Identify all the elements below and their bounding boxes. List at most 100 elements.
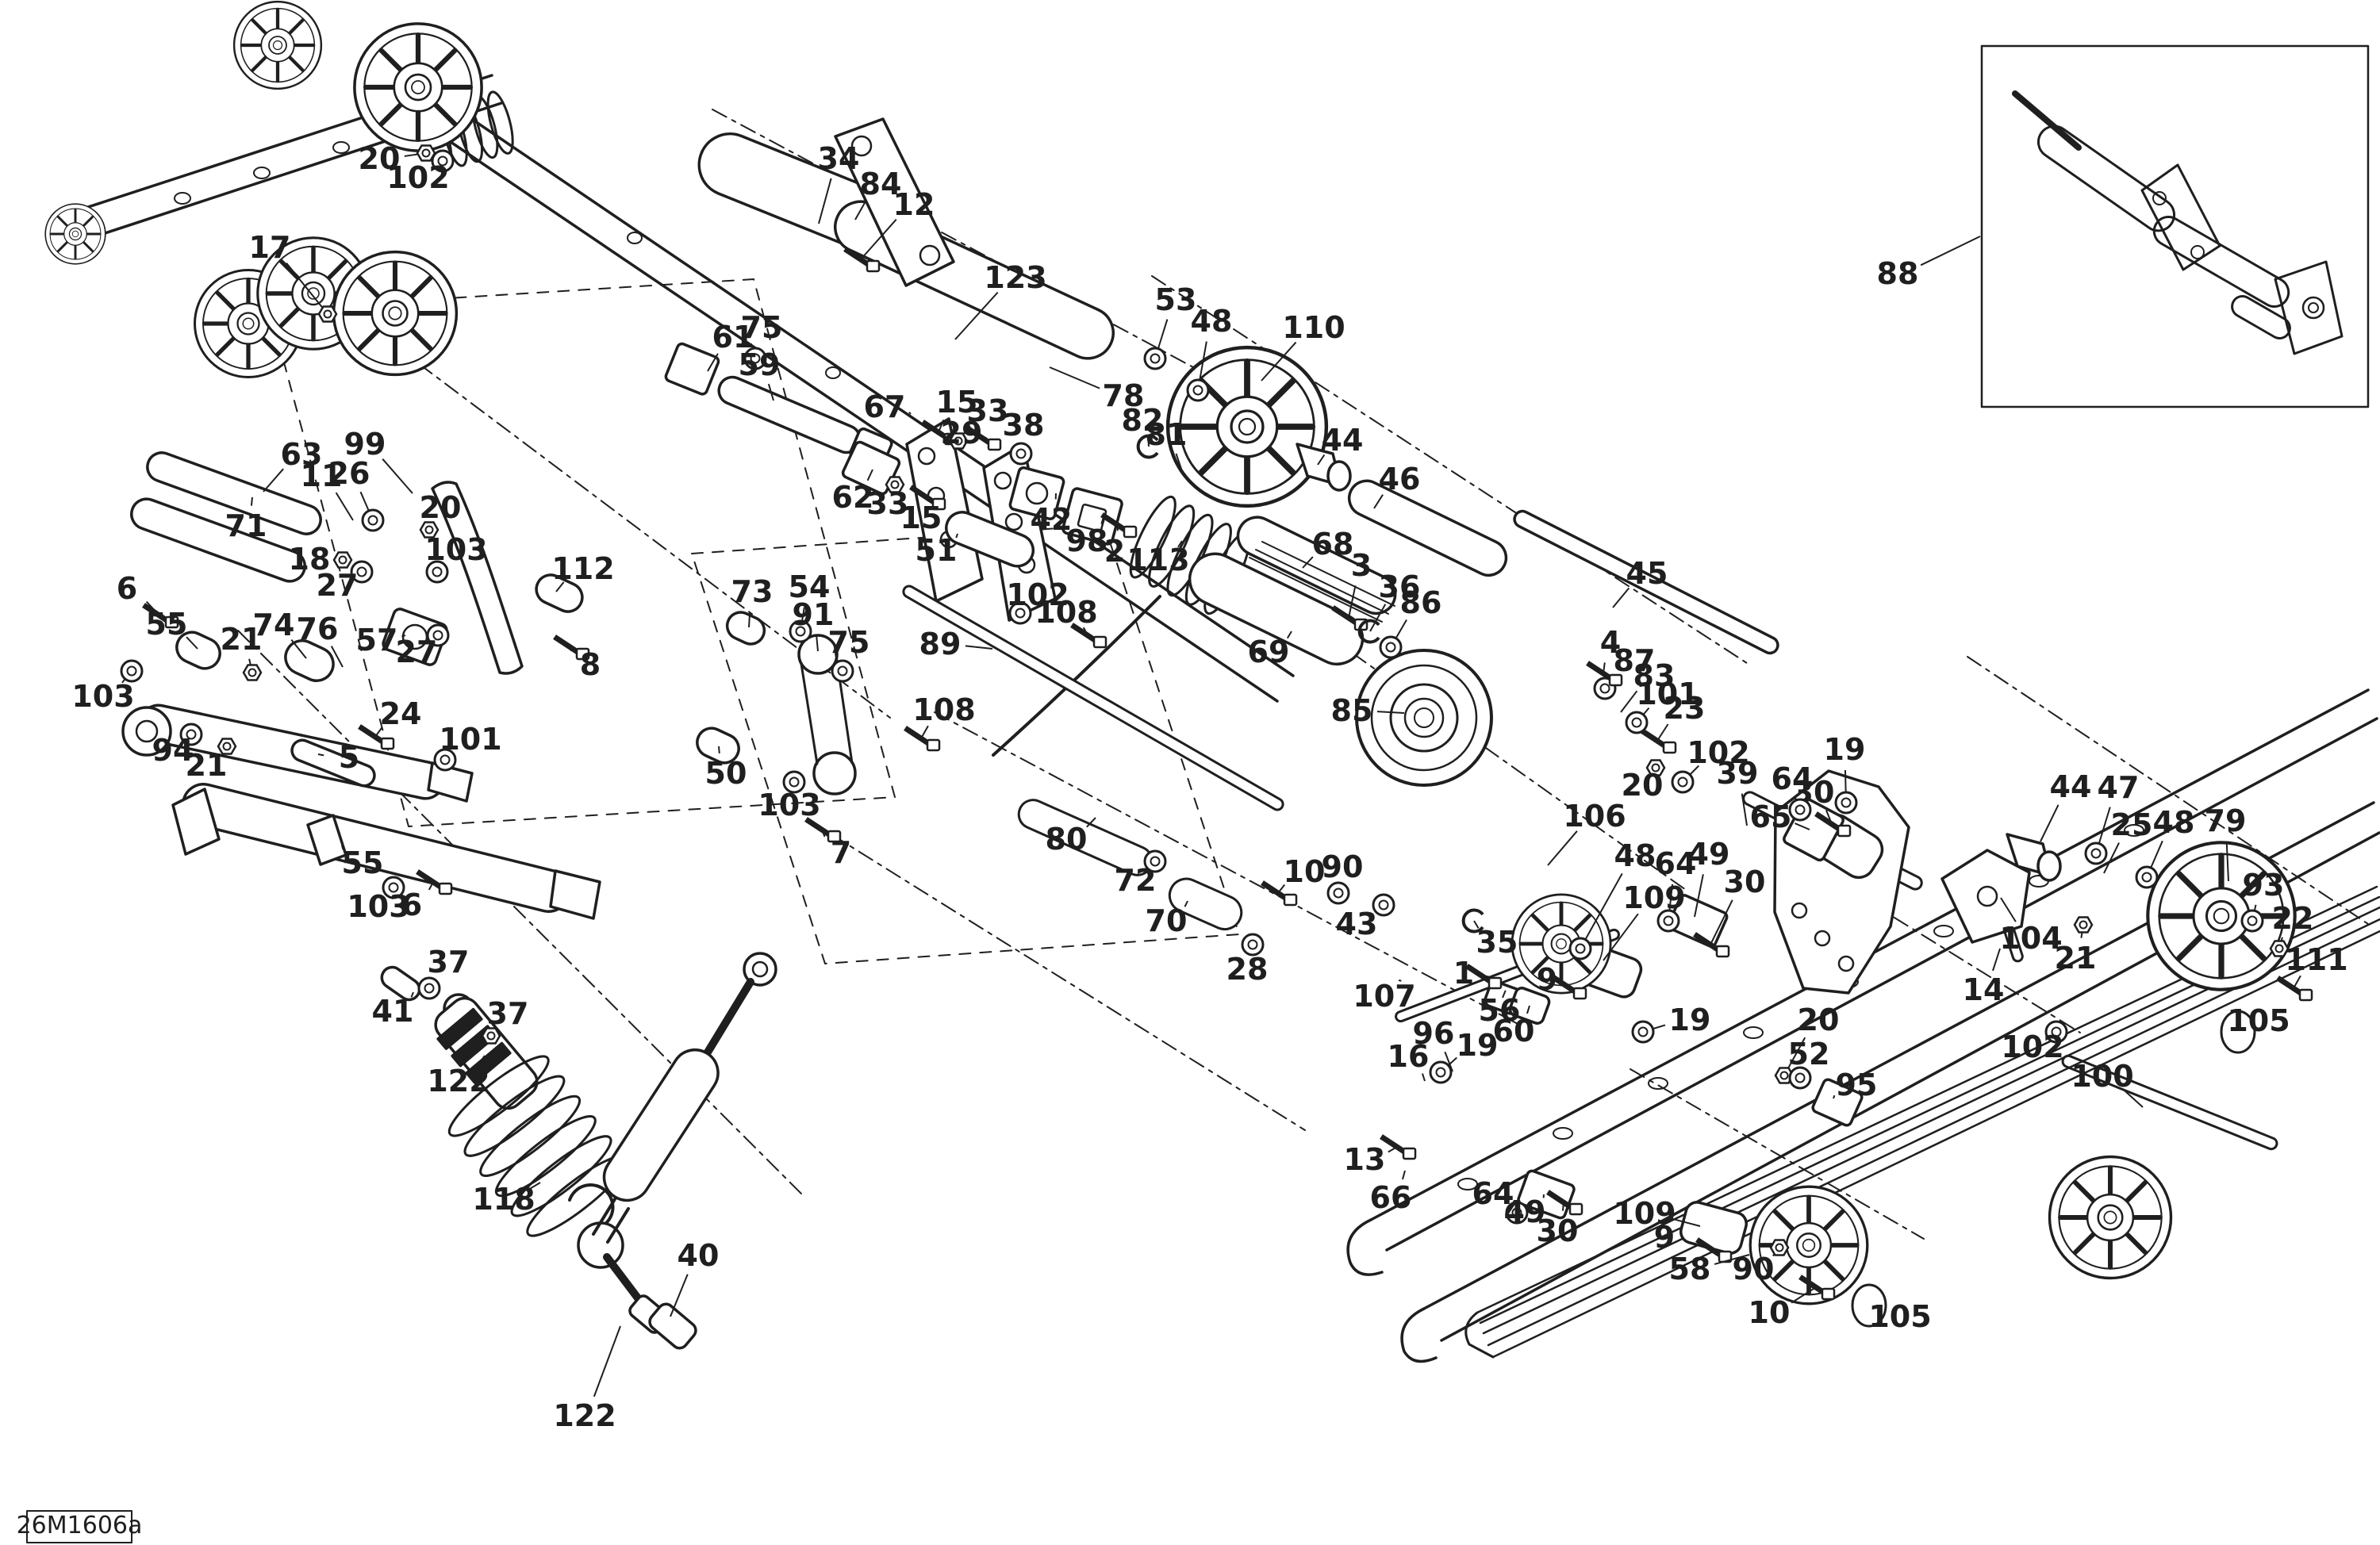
part-callout-103: 103	[347, 876, 410, 924]
leader-line	[1373, 494, 1384, 509]
part-callout-95: 95	[1833, 1068, 1877, 1102]
part-callout-26: 26	[328, 456, 385, 532]
part-callout-36: 36	[1357, 569, 1421, 644]
part-number-label: 64	[1655, 846, 1697, 881]
part-callout-103: 103	[758, 770, 821, 822]
part-number-label: 53	[1155, 282, 1197, 317]
part-number-label: 6	[117, 571, 137, 606]
leader-line	[1502, 990, 1507, 999]
part-callout-42: 42	[1031, 493, 1072, 537]
part-callout-88: 88	[1877, 236, 1981, 291]
part-callout-44: 44	[2040, 769, 2091, 842]
part-callout-40: 40	[670, 1238, 719, 1317]
part-number-label: 49	[1504, 1194, 1546, 1229]
leader-line	[908, 412, 912, 415]
part-callout-55: 55	[341, 845, 383, 880]
part-number-label: 65	[1750, 799, 1792, 834]
leader-line	[1302, 556, 1314, 569]
part-callout-38: 38	[1003, 408, 1044, 466]
leader-line	[1348, 585, 1357, 619]
nut-icon	[481, 1027, 501, 1045]
part-callout-23: 23	[1640, 691, 1706, 754]
washer-icon	[1009, 442, 1033, 466]
part-number-label: 52	[1788, 1037, 1830, 1072]
part-number-label: 48	[1614, 838, 1656, 873]
part-number-label: 25	[2111, 807, 2153, 842]
leader-line	[330, 646, 344, 668]
part-callout-89: 89	[919, 627, 993, 661]
nut-icon	[948, 432, 969, 450]
washer-icon	[1143, 347, 1167, 370]
part-callout-20: 20	[1622, 759, 1666, 803]
part-callout-52: 52	[1788, 1037, 1830, 1090]
part-number-label: 18	[289, 542, 331, 577]
leader-line	[1612, 587, 1630, 608]
part-number-label: 34	[818, 141, 860, 176]
part-callout-100: 100	[2071, 1059, 2144, 1108]
part-number-label: 108	[912, 692, 975, 727]
washer-icon	[2044, 1020, 2068, 1044]
washer-icon	[1008, 601, 1032, 625]
part-callout-13: 13	[1344, 1134, 1417, 1177]
leader-line	[1398, 980, 1402, 982]
part-number-label: 75	[828, 625, 870, 660]
part-number-label: 48	[1191, 304, 1233, 339]
part-number-label: 54	[789, 569, 831, 604]
leader-line	[860, 218, 897, 260]
washer-icon	[1379, 635, 1403, 659]
part-number-label: 44	[2050, 769, 2092, 804]
part-callout-64: 64	[1772, 761, 1814, 822]
part-number-label: 64	[1772, 761, 1814, 796]
part-number-label: 70	[1146, 903, 1188, 938]
part-callout-80: 80	[1046, 817, 1096, 857]
bolt-icon	[1693, 932, 1730, 958]
leader-line	[593, 1325, 621, 1397]
part-number-label: 20	[359, 141, 401, 176]
part-callout-58: 58	[1669, 1252, 1750, 1286]
part-callout-21: 21	[221, 622, 262, 681]
part-callout-87: 87	[1593, 643, 1656, 700]
part-number-label: 69	[1248, 634, 1290, 669]
axle-parts-center	[1188, 443, 1779, 666]
leader-line	[1286, 631, 1292, 639]
part-callout-11: 11	[301, 458, 354, 521]
leader-line	[955, 533, 958, 539]
part-number-label: 21	[2055, 941, 2097, 976]
washer-icon	[1788, 798, 1812, 822]
bogie-wheel	[334, 252, 457, 375]
part-number-label: 37	[428, 945, 470, 980]
bolt-icon	[804, 817, 842, 843]
part-number-label: 44	[1322, 423, 1364, 458]
washer-icon	[2084, 842, 2108, 865]
nut-icon	[1645, 759, 1666, 776]
part-number-label: 58	[1669, 1252, 1711, 1286]
part-number-label: 36	[1379, 569, 1421, 604]
leader-line	[1833, 1095, 1836, 1099]
part-callout-122: 122	[427, 1055, 490, 1098]
front-arm-assembly	[664, 117, 1115, 469]
part-callout-33: 33	[948, 393, 1008, 450]
spring-tail	[992, 595, 1161, 757]
part-number-label: 123	[984, 260, 1046, 295]
part-number-label: 24	[380, 696, 422, 731]
part-number-label: 45	[1626, 556, 1668, 591]
part-number-label: 48	[2153, 805, 2195, 840]
part-number-label: 23	[1664, 691, 1706, 726]
part-callout-74: 74	[253, 608, 307, 659]
leader-line	[1714, 1254, 1750, 1265]
part-number-label: 106	[1563, 799, 1626, 834]
part-number-label: 103	[347, 889, 409, 924]
part-callout-6: 6	[117, 571, 179, 629]
bolt-icon	[416, 869, 453, 895]
leader-line	[1402, 1170, 1406, 1180]
part-number-label: 87	[1614, 643, 1656, 678]
washer-icon	[1326, 881, 1350, 905]
part-number-label: 40	[678, 1238, 720, 1273]
part-callout-63: 63	[263, 437, 322, 493]
part-callout-48: 48	[2135, 805, 2195, 889]
washer-icon	[350, 560, 374, 584]
part-callout-20: 20	[420, 490, 461, 539]
washer-icon	[382, 876, 405, 899]
leader-line	[1992, 948, 2001, 972]
